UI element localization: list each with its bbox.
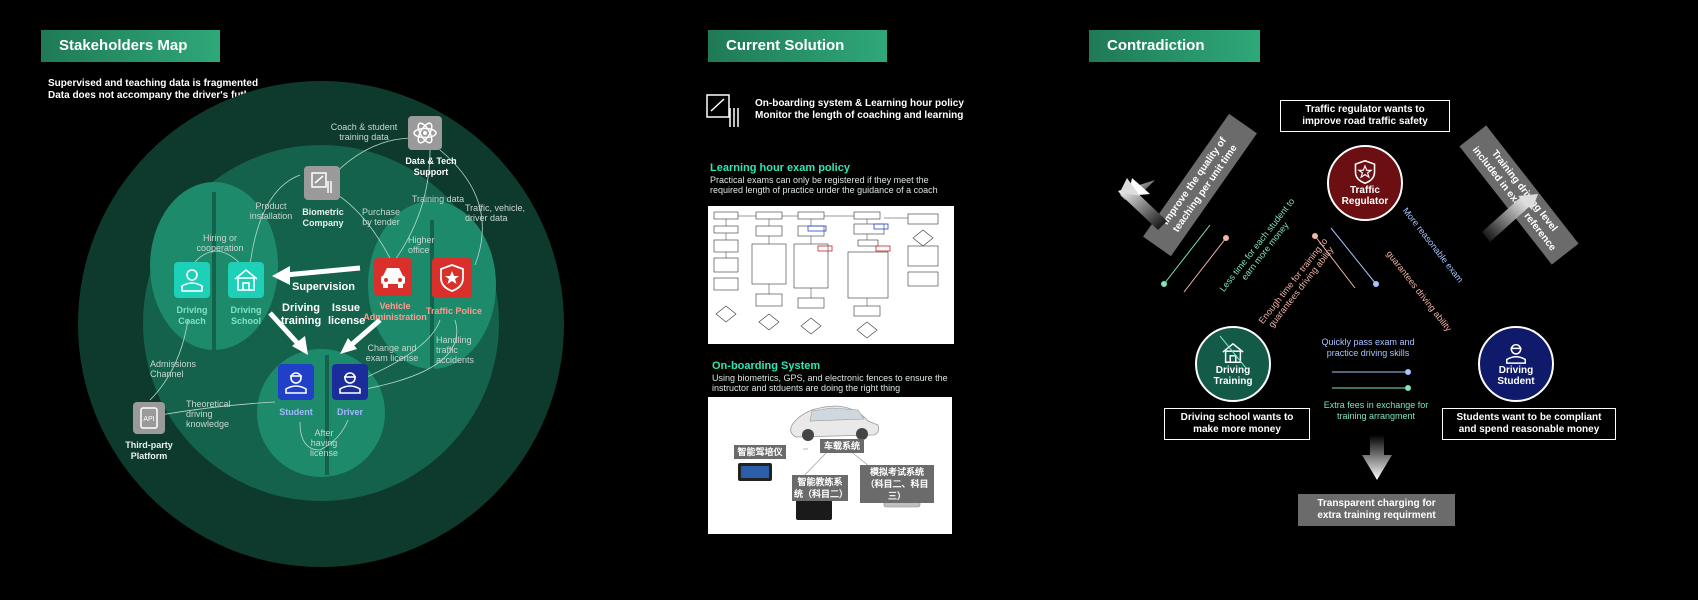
monitor-settings-icon xyxy=(706,94,736,124)
contradiction-arrows xyxy=(1100,60,1698,490)
contradiction-title: Contradiction xyxy=(1089,30,1260,62)
edge-purchase-tender: Purchase by tender xyxy=(357,207,405,227)
stakeholders-diagram xyxy=(0,0,620,600)
edge-supervision: Supervision xyxy=(292,281,355,293)
edge-change-exam: Change and exam license xyxy=(362,343,422,363)
edge-issue-license: Issue license xyxy=(328,302,364,328)
school-icon xyxy=(228,262,264,298)
edge-coach-student-data: Coach & student training data xyxy=(328,122,400,142)
edge-product-installation: Product installation xyxy=(246,201,296,221)
edge-admissions: Admissions Channel xyxy=(150,359,206,379)
driver-label: Driver xyxy=(326,407,374,418)
car-system-label: 车载系统 xyxy=(820,439,864,453)
current-title: Current Solution xyxy=(708,30,887,62)
onboarding-image: 车载系统 智能驾培仪 智能教练系统（科目二） 模拟考试系统（科目二、科目三） xyxy=(708,397,952,534)
coach-icon xyxy=(174,262,210,298)
biometric-icon xyxy=(304,166,340,200)
edge-traffic-vehicle-driver: Traffic, vehicle, driver data xyxy=(465,203,531,223)
atom-icon xyxy=(408,116,442,150)
policy-desc: Practical exams can only be registered i… xyxy=(710,175,950,195)
quickly-pass-label: Quickly pass exam and practice driving s… xyxy=(1310,337,1426,359)
svg-text:API: API xyxy=(143,416,154,423)
driver-icon xyxy=(332,364,368,400)
bottom-box: Transparent charging for extra training … xyxy=(1298,494,1455,526)
smart-teaching-label: 智能教练系统（科目二） xyxy=(792,475,848,501)
student-icon xyxy=(278,364,314,400)
coach-label: Driving Coach xyxy=(164,305,220,327)
edge-driving-training: Driving training xyxy=(278,302,324,328)
police-label: Traffic Police xyxy=(425,306,483,317)
biometric-label: Biometric Company xyxy=(290,207,356,229)
sim-exam-label: 模拟考试系统（科目二、科目三） xyxy=(860,465,934,503)
onboarding-title: On-boarding System xyxy=(712,360,820,372)
police-badge-icon xyxy=(432,258,472,298)
data-tech-label: Data & Tech Support xyxy=(396,156,466,178)
api-icon: API xyxy=(133,402,165,434)
flowchart-image xyxy=(708,206,954,344)
policy-title: Learning hour exam policy xyxy=(710,162,850,174)
vehicle-admin-label: Vehicle Administration xyxy=(355,301,435,323)
edge-after-license: After having license xyxy=(306,428,342,458)
student-label: Student xyxy=(270,407,322,418)
smart-driving-label: 智能驾培仪 xyxy=(734,445,786,459)
edge-hiring: Hiring or cooperation xyxy=(192,233,248,253)
current-header: On-boarding system & Learning hour polic… xyxy=(755,98,964,122)
edge-higher-office: Higher office xyxy=(408,235,448,255)
school-label: Driving School xyxy=(220,305,272,327)
third-party-label: Third-party Platform xyxy=(118,440,180,462)
edge-handling-accidents: Handling traffic accidents xyxy=(436,335,484,365)
edge-training-data: Training data xyxy=(408,194,468,204)
current-header-1: On-boarding system & Learning hour polic… xyxy=(755,98,964,110)
onboarding-desc: Using biometrics, GPS, and electronic fe… xyxy=(712,373,952,393)
current-header-2: Monitor the length of coaching and learn… xyxy=(755,110,964,122)
extra-fees-label: Extra fees in exchange for training arra… xyxy=(1316,400,1436,422)
edge-theoretical: Theoretical driving knowledge xyxy=(186,399,242,429)
car-icon xyxy=(374,258,412,296)
